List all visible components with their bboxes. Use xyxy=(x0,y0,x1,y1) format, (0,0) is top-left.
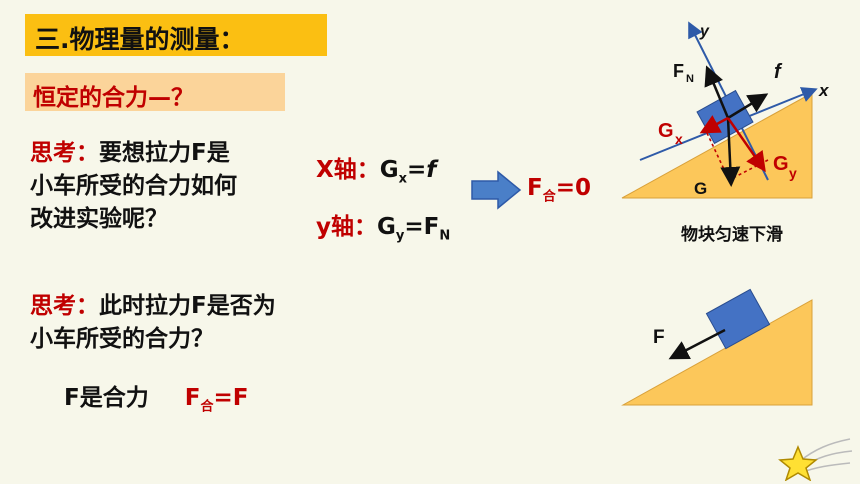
normal-force-arrow xyxy=(704,65,730,119)
friction-symbol: f xyxy=(426,157,437,183)
conclusion-text: F是合力 xyxy=(64,385,149,411)
think-label-2: 思考： xyxy=(30,293,99,319)
fn-label-sub: N xyxy=(686,73,694,85)
subtitle: 恒定的合力—？ xyxy=(33,85,194,111)
g-label: G xyxy=(694,179,707,198)
fn-sub: N xyxy=(439,228,451,244)
think-block-2: 思考：此时拉力F是否为 小车所受的合力？ xyxy=(30,290,276,356)
right-arrow-icon xyxy=(471,170,522,210)
eq-y-rest: =F xyxy=(404,214,440,240)
net-force-result: F合=0 xyxy=(527,175,591,205)
result-f: F xyxy=(527,175,543,201)
gx-sub: x xyxy=(398,171,408,187)
star-decoration-icon xyxy=(778,438,853,481)
result-sub: 合 xyxy=(542,189,556,205)
x-label: x xyxy=(818,81,830,100)
pull-force-arrow xyxy=(668,328,726,360)
y-axis-label: y轴： xyxy=(316,214,377,240)
conclusion-f: F xyxy=(184,385,201,411)
equation-x: X轴：Gx=f xyxy=(316,150,436,187)
f-label: f xyxy=(774,61,783,83)
conclusion-sub: 合 xyxy=(200,399,214,415)
gx-symbol: G xyxy=(379,157,399,183)
subtitle-box: 恒定的合力—？ xyxy=(25,73,285,111)
gy-label: G xyxy=(773,153,789,175)
eq-x-equals: = xyxy=(407,157,427,183)
pull-force-label: F xyxy=(653,327,665,348)
incline-force-diagram: y x F N f G x G y G xyxy=(621,21,830,199)
gx-label: G xyxy=(658,120,674,142)
block-2 xyxy=(705,288,771,350)
gravity-arrow xyxy=(720,117,741,187)
gy-label-sub: y xyxy=(789,165,797,181)
x-axis-label: X轴： xyxy=(316,157,380,183)
gx-arrow xyxy=(699,115,729,134)
think-label-1: 思考： xyxy=(30,140,99,166)
friction-arrow xyxy=(727,93,769,120)
gy-sub: y xyxy=(395,228,405,244)
conclusion-formula: F合=F xyxy=(184,385,249,415)
fn-label: F xyxy=(673,61,684,81)
result-rest: =0 xyxy=(555,175,592,201)
equation-y: y轴：Gy=FN xyxy=(316,207,450,244)
conclusion-rest: =F xyxy=(213,385,249,411)
incline-pull-diagram: F xyxy=(621,288,813,406)
gx-label-sub: x xyxy=(675,131,683,147)
y-label: y xyxy=(699,23,710,40)
think2-line1: 此时拉力F是否为 xyxy=(99,293,276,319)
gy-arrow xyxy=(726,117,766,173)
section-title-box: 三.物理量的测量： xyxy=(25,14,327,56)
think1-line2: 小车所受的合力如何 xyxy=(30,173,237,199)
conclusion: F是合力 F合=F xyxy=(64,378,248,415)
section-title: 三.物理量的测量： xyxy=(35,25,245,54)
think2-line2: 小车所受的合力？ xyxy=(30,326,214,352)
think-block-1: 思考：要想拉力F是 小车所受的合力如何 改进实验呢？ xyxy=(30,137,237,236)
diagram-caption: 物块匀速下滑 xyxy=(681,225,783,245)
think1-line3: 改进实验呢？ xyxy=(30,206,168,232)
gy-symbol: G xyxy=(377,214,396,240)
think1-line1: 要想拉力F是 xyxy=(99,140,230,166)
